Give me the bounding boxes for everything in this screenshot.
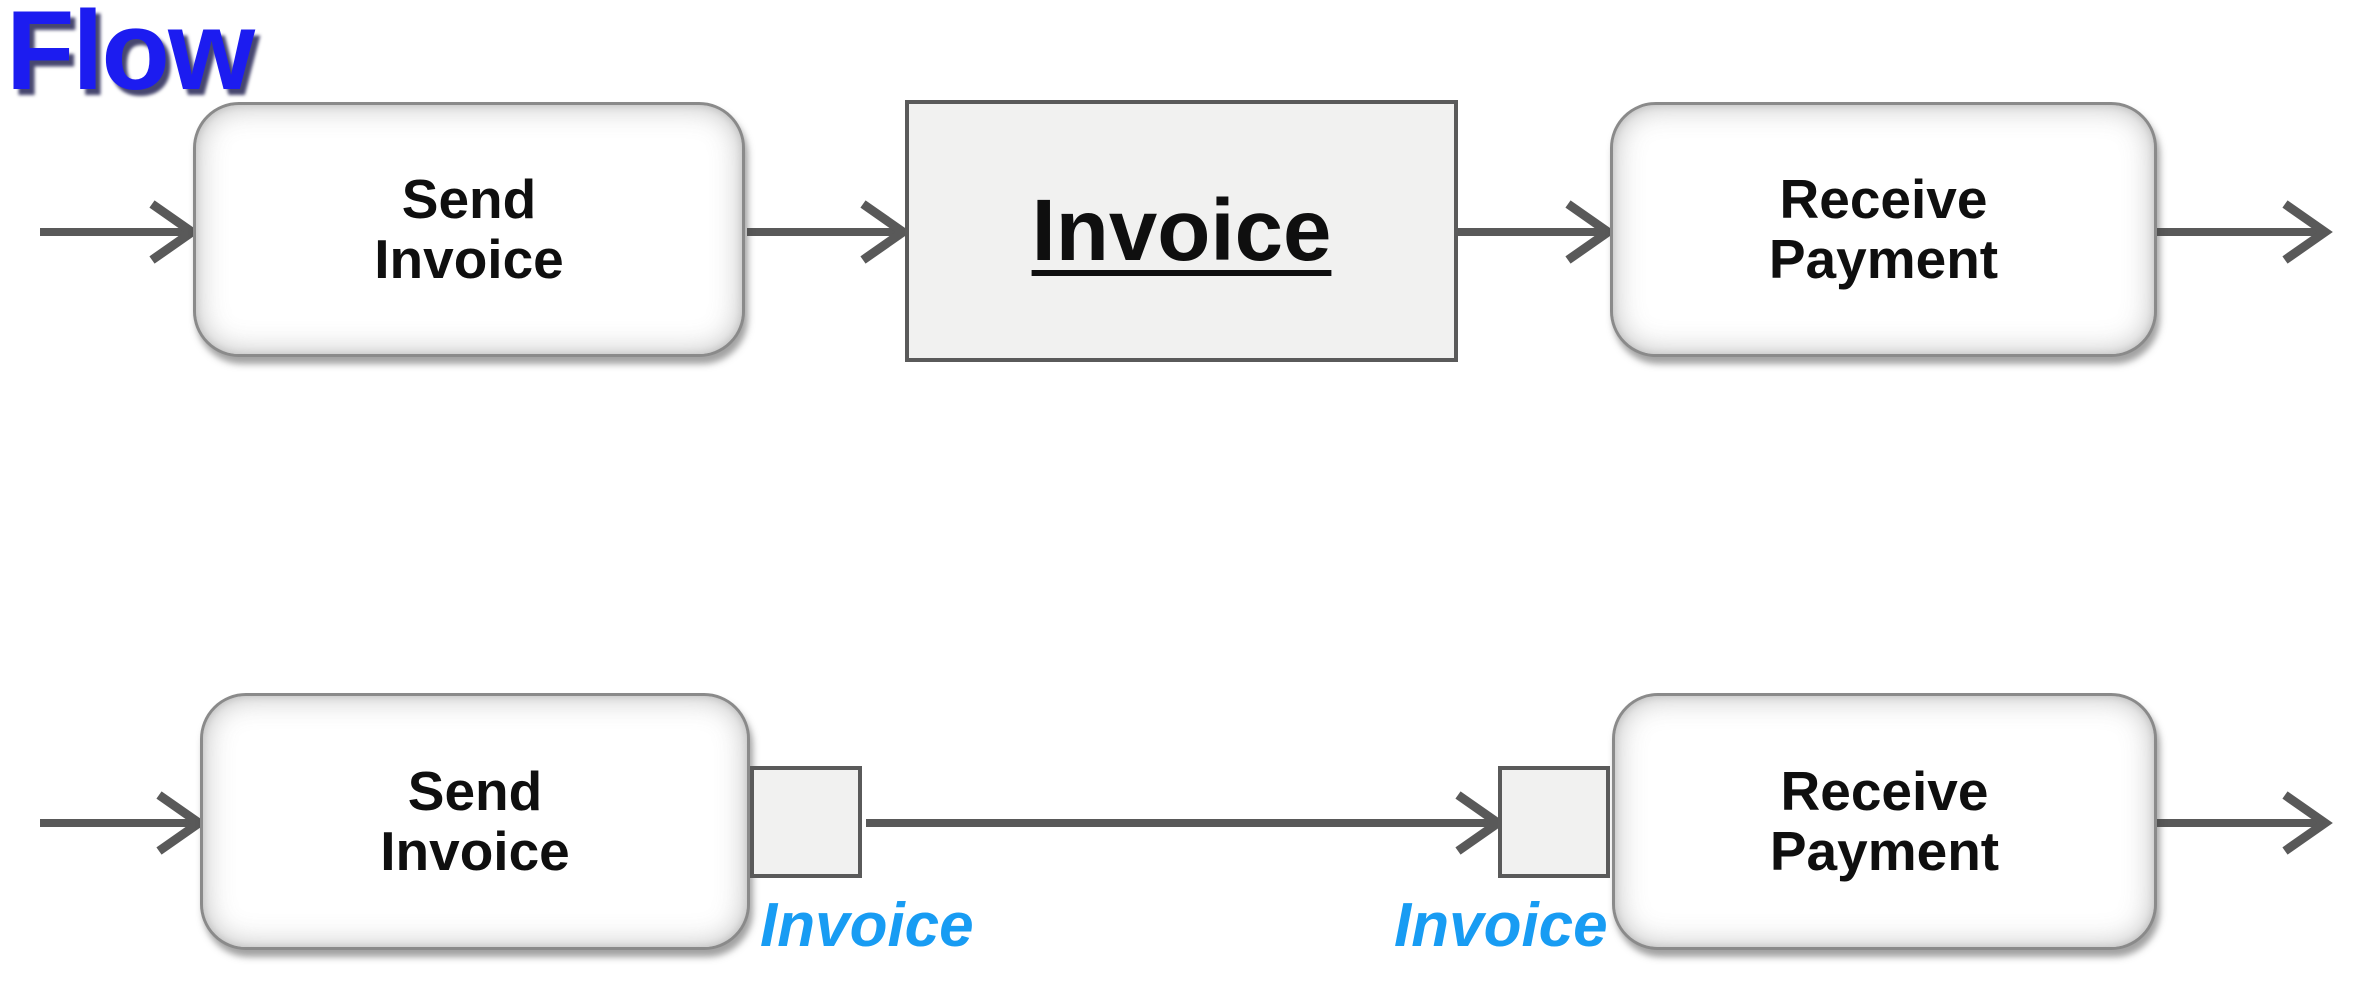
flow-arrow-send-to-invoice bbox=[747, 200, 911, 264]
task-node-receive-payment-bottom: Receive Payment bbox=[1612, 693, 2157, 950]
task-label-line2: Invoice bbox=[380, 819, 570, 882]
data-object-square-left bbox=[750, 766, 862, 878]
data-object-label-right: Invoice bbox=[1394, 891, 1608, 960]
task-label-line2: Payment bbox=[1768, 227, 1999, 290]
task-node-send-invoice-bottom: Send Invoice bbox=[200, 693, 750, 950]
task-label-line1: Send bbox=[401, 168, 537, 231]
task-label-line2: Payment bbox=[1769, 819, 2000, 882]
task-label-line1: Send bbox=[407, 760, 543, 823]
flow-arrow-out-bottom bbox=[2157, 791, 2333, 855]
task-label-line2: Invoice bbox=[374, 227, 564, 290]
flow-arrow-in-bottom bbox=[40, 791, 207, 855]
flow-arrow-invoice-to-receive bbox=[1458, 200, 1616, 264]
message-flow-line bbox=[866, 791, 1506, 855]
document-label: Invoice bbox=[1031, 182, 1332, 279]
task-label-line1: Receive bbox=[1779, 168, 1988, 231]
data-object-label-left: Invoice bbox=[760, 891, 974, 960]
diagram-title: Flow bbox=[6, 0, 255, 113]
flow-arrow-in-top bbox=[40, 200, 200, 264]
data-object-square-right bbox=[1498, 766, 1610, 878]
task-node-receive-payment-top: Receive Payment bbox=[1610, 102, 2157, 357]
document-node-invoice: Invoice bbox=[905, 100, 1458, 362]
flow-arrow-out-top bbox=[2157, 200, 2333, 264]
task-label-line1: Receive bbox=[1780, 760, 1989, 823]
task-node-send-invoice-top: Send Invoice bbox=[193, 102, 745, 357]
